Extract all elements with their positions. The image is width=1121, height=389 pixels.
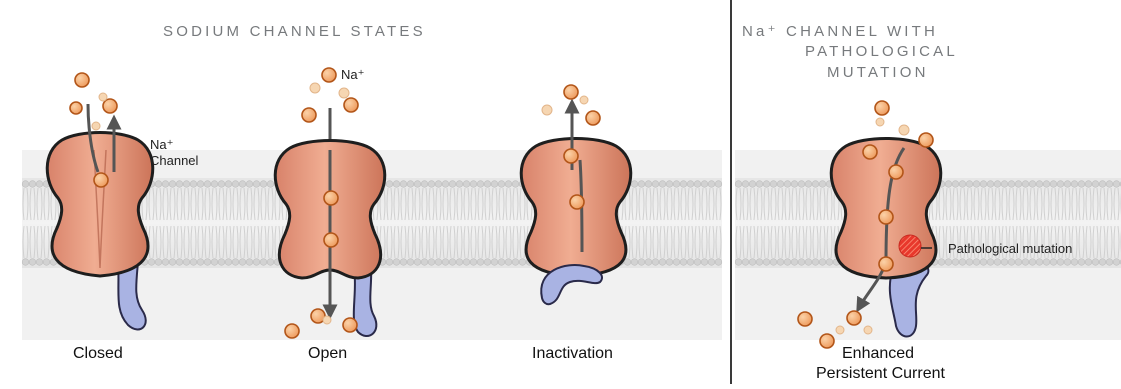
sodium-ion	[323, 316, 331, 324]
sodium-ion	[889, 165, 903, 179]
sodium-ion	[570, 195, 584, 209]
sodium-ion	[324, 233, 338, 247]
sodium-ion	[343, 318, 357, 332]
mutation-marker	[899, 235, 921, 257]
sodium-ion	[836, 326, 844, 334]
sodium-ion	[103, 99, 117, 113]
sodium-ion	[798, 312, 812, 326]
sodium-ion	[310, 83, 320, 93]
sodium-ion	[339, 88, 349, 98]
sodium-ion	[70, 102, 82, 114]
heading-mutation-line-2: PATHOLOGICAL	[805, 43, 958, 60]
sodium-ion	[344, 98, 358, 112]
sodium-ion	[302, 108, 316, 122]
sodium-ion	[586, 111, 600, 125]
sodium-ion	[919, 133, 933, 147]
sodium-ion	[875, 101, 889, 115]
sodium-ion	[820, 334, 834, 348]
sodium-ion	[580, 96, 588, 104]
heading-sodium-channel-states: SODIUM CHANNEL STATES	[163, 23, 426, 40]
state-label-inactivation: Inactivation	[532, 345, 613, 362]
sodium-ion	[75, 73, 89, 87]
na-ion-label: Na⁺	[341, 67, 364, 82]
sodium-ion	[879, 210, 893, 224]
sodium-ion	[94, 173, 108, 187]
na-channel-label-line-2: Channel	[150, 153, 199, 168]
sodium-ion	[879, 257, 893, 271]
state-label-persistent-current: Persistent Current	[816, 365, 945, 382]
sodium-ion	[99, 93, 107, 101]
heading-mutation-line-3: MUTATION	[827, 64, 929, 81]
state-label-open: Open	[308, 345, 347, 362]
sodium-ion	[876, 118, 884, 126]
sodium-ion	[847, 311, 861, 325]
heading-mutation-line-1: Na⁺ CHANNEL WITH	[742, 23, 938, 40]
sodium-ion	[92, 122, 100, 130]
state-label-closed: Closed	[73, 345, 123, 362]
sodium-ion	[564, 85, 578, 99]
sodium-ion	[564, 149, 578, 163]
sodium-ion	[322, 68, 336, 82]
sodium-ion	[542, 105, 552, 115]
pathological-mutation-label: Pathological mutation	[948, 241, 1072, 256]
sodium-ion	[285, 324, 299, 338]
state-label-enhanced: Enhanced	[842, 345, 914, 362]
sodium-ion	[324, 191, 338, 205]
sodium-ion	[899, 125, 909, 135]
na-channel-label-line-1: Na⁺	[150, 137, 173, 152]
sodium-ion	[863, 145, 877, 159]
sodium-ion	[864, 326, 872, 334]
